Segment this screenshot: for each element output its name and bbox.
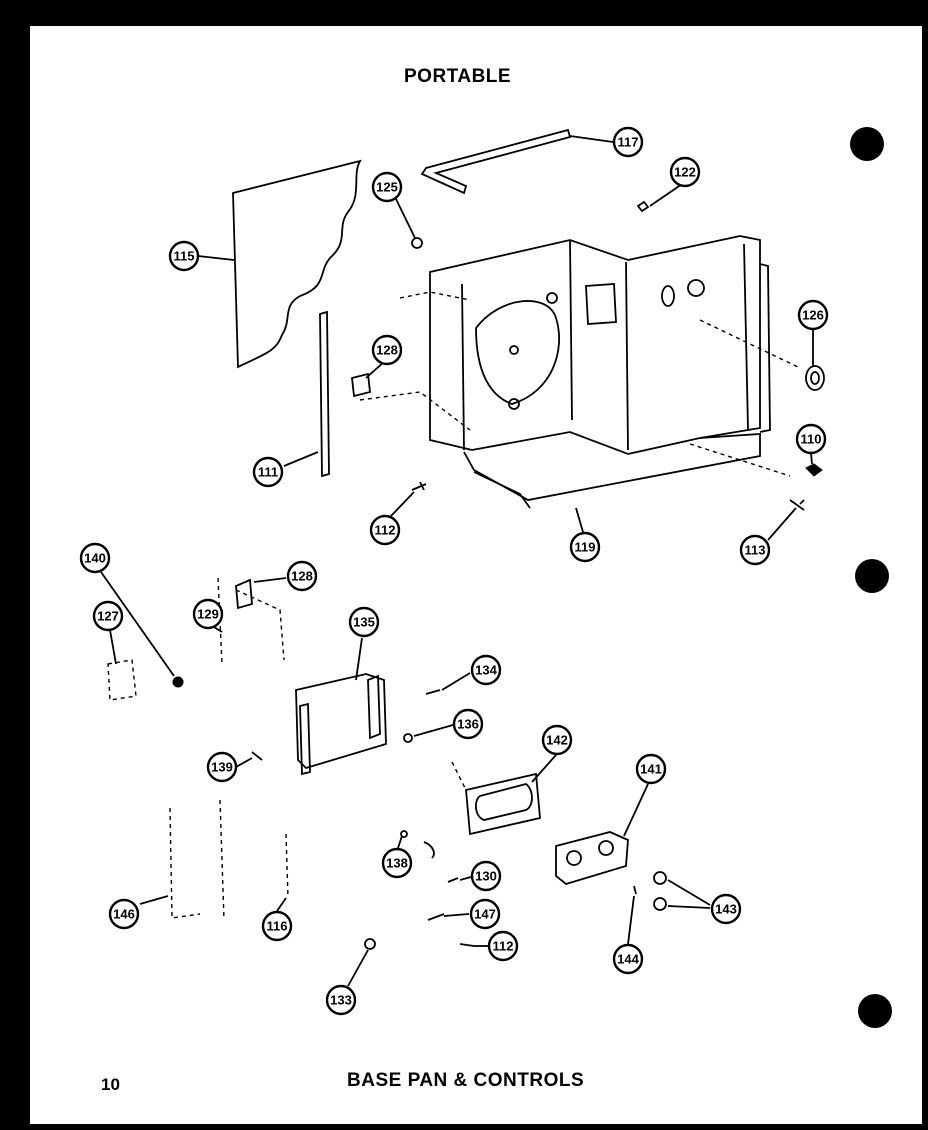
callout-111: 111 <box>252 456 284 488</box>
grommet-part <box>805 365 825 391</box>
svg-text:122: 122 <box>674 165 696 180</box>
controls-assembly <box>107 577 667 950</box>
callout-127: 127 <box>92 600 124 632</box>
clip-part <box>411 237 423 249</box>
callout-135: 135 <box>348 606 380 638</box>
punch-hole-top <box>850 127 884 161</box>
svg-text:138: 138 <box>386 856 408 871</box>
svg-text:116: 116 <box>267 919 288 934</box>
callout-138: 138 <box>381 847 413 879</box>
callout-129: 129 <box>192 598 224 630</box>
side-panel-part <box>232 159 362 369</box>
svg-text:134: 134 <box>475 663 497 678</box>
callout-146: 146 <box>108 898 140 930</box>
svg-text:136: 136 <box>457 717 479 732</box>
screw-part <box>789 499 805 511</box>
callout-117: 117 <box>612 126 644 158</box>
callout-119: 119 <box>569 531 601 563</box>
svg-text:125: 125 <box>376 180 398 195</box>
callout-140: 140 <box>79 542 111 574</box>
punch-hole-middle <box>855 559 889 593</box>
callout-125: 125 <box>371 171 403 203</box>
svg-text:128: 128 <box>291 569 313 584</box>
callout-139: 139 <box>206 751 238 783</box>
page-title: PORTABLE <box>404 66 512 87</box>
svg-text:119: 119 <box>575 540 596 555</box>
top-rail-part <box>420 128 572 195</box>
svg-text:110: 110 <box>801 432 822 447</box>
screw-part <box>411 481 427 491</box>
callout-112-lower: 112 <box>487 930 519 962</box>
svg-text:115: 115 <box>174 249 195 264</box>
svg-text:140: 140 <box>84 551 106 566</box>
svg-text:142: 142 <box>546 733 568 748</box>
catalog-page <box>30 26 922 1124</box>
section-title: BASE PAN & CONTROLS <box>347 1070 585 1091</box>
svg-text:113: 113 <box>745 543 766 558</box>
svg-text:146: 146 <box>113 907 135 922</box>
callout-112: 112 <box>369 514 401 546</box>
svg-text:135: 135 <box>353 615 375 630</box>
punch-hole-bottom <box>858 994 892 1028</box>
leader-lines <box>100 135 814 987</box>
callout-116: 116 <box>261 910 293 942</box>
svg-text:143: 143 <box>715 902 737 917</box>
callout-126: 126 <box>797 299 829 331</box>
svg-text:130: 130 <box>475 869 497 884</box>
callout-147: 147 <box>469 898 501 930</box>
svg-text:117: 117 <box>618 135 639 150</box>
callout-122: 122 <box>669 156 701 188</box>
callout-143: 143 <box>710 893 742 925</box>
svg-text:127: 127 <box>97 609 119 624</box>
callout-128: 128 <box>371 334 403 366</box>
svg-text:126: 126 <box>802 308 824 323</box>
knob-part <box>805 463 823 477</box>
callout-130: 130 <box>470 860 502 892</box>
svg-text:129: 129 <box>197 607 219 622</box>
callout-133: 133 <box>325 984 357 1016</box>
svg-text:133: 133 <box>330 993 352 1008</box>
svg-text:112: 112 <box>493 939 514 954</box>
callout-128-lower: 128 <box>286 560 318 592</box>
page-number: 10 <box>101 1075 120 1094</box>
callout-144: 144 <box>612 943 644 975</box>
small-clip-part <box>636 200 650 213</box>
svg-text:147: 147 <box>474 907 496 922</box>
callout-113: 113 <box>739 534 771 566</box>
svg-text:111: 111 <box>258 465 278 480</box>
callout-115: 115 <box>168 240 200 272</box>
callout-141: 141 <box>635 753 667 785</box>
callout-136: 136 <box>452 708 484 740</box>
svg-text:139: 139 <box>211 760 233 775</box>
bracket-part <box>351 372 371 398</box>
callout-142: 142 <box>541 724 573 756</box>
svg-text:128: 128 <box>376 343 398 358</box>
svg-text:141: 141 <box>640 762 662 777</box>
svg-text:112: 112 <box>375 523 396 538</box>
callout-110: 110 <box>795 423 827 455</box>
post-part <box>319 310 330 478</box>
cabinet-assembly <box>359 235 801 509</box>
callout-134: 134 <box>470 654 502 686</box>
svg-text:144: 144 <box>617 952 639 967</box>
